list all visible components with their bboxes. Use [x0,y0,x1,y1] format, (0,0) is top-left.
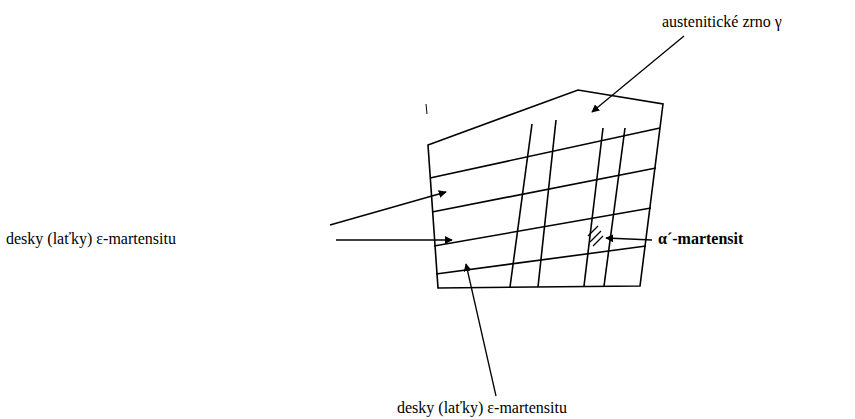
callout-label: desky (laťky) ε-martensitu [395,398,569,417]
epsilon-laths-vertical [510,120,625,287]
callout-label: α´-martensit [656,229,745,248]
leader-arrows [330,36,684,396]
callout-label: desky (laťky) ε-martensitu [4,229,178,248]
alpha-martensite-hatch [588,226,603,246]
austenite-grain [428,90,663,288]
pen-mark [426,104,427,114]
callout-label: austenitické zrno γ [660,12,784,31]
epsilon-laths-horizontal [430,128,660,274]
